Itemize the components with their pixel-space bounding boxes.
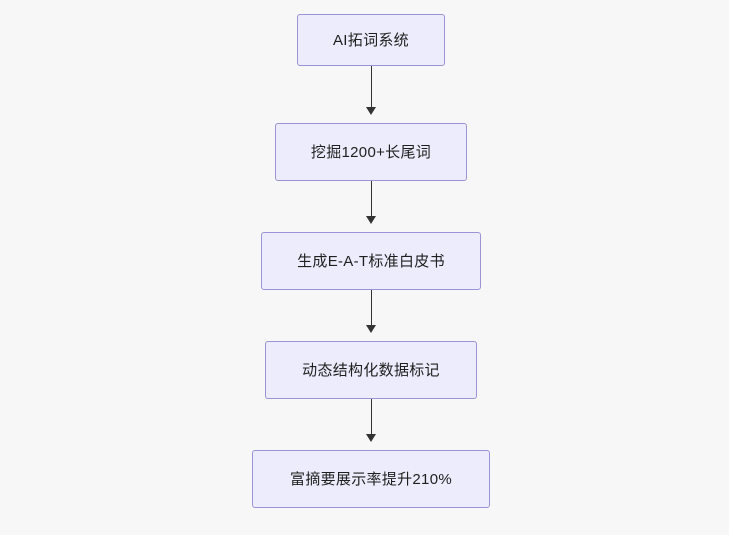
flow-edge-4	[371, 399, 372, 434]
flow-arrowhead-1	[366, 107, 376, 115]
flow-node-mine-longtail-keywords[interactable]: 挖掘1200+长尾词	[275, 123, 467, 181]
flow-node-label: 富摘要展示率提升210%	[290, 470, 452, 488]
flow-arrowhead-4	[366, 434, 376, 442]
flow-edge-1	[371, 66, 372, 107]
flow-node-label: AI拓词系统	[333, 31, 409, 49]
flow-edge-3	[371, 290, 372, 325]
flow-node-generate-eat-whitepaper[interactable]: 生成E-A-T标准白皮书	[261, 232, 481, 290]
flow-node-label: 生成E-A-T标准白皮书	[297, 252, 445, 270]
flow-node-label: 动态结构化数据标记	[302, 361, 440, 379]
flow-node-rich-snippet-uplift[interactable]: 富摘要展示率提升210%	[252, 450, 490, 508]
flow-arrowhead-3	[366, 325, 376, 333]
flow-node-ai-keyword-system[interactable]: AI拓词系统	[297, 14, 445, 66]
flow-node-label: 挖掘1200+长尾词	[310, 143, 432, 161]
flow-node-dynamic-structured-data[interactable]: 动态结构化数据标记	[265, 341, 477, 399]
flow-arrowhead-2	[366, 216, 376, 224]
flow-edge-2	[371, 181, 372, 216]
